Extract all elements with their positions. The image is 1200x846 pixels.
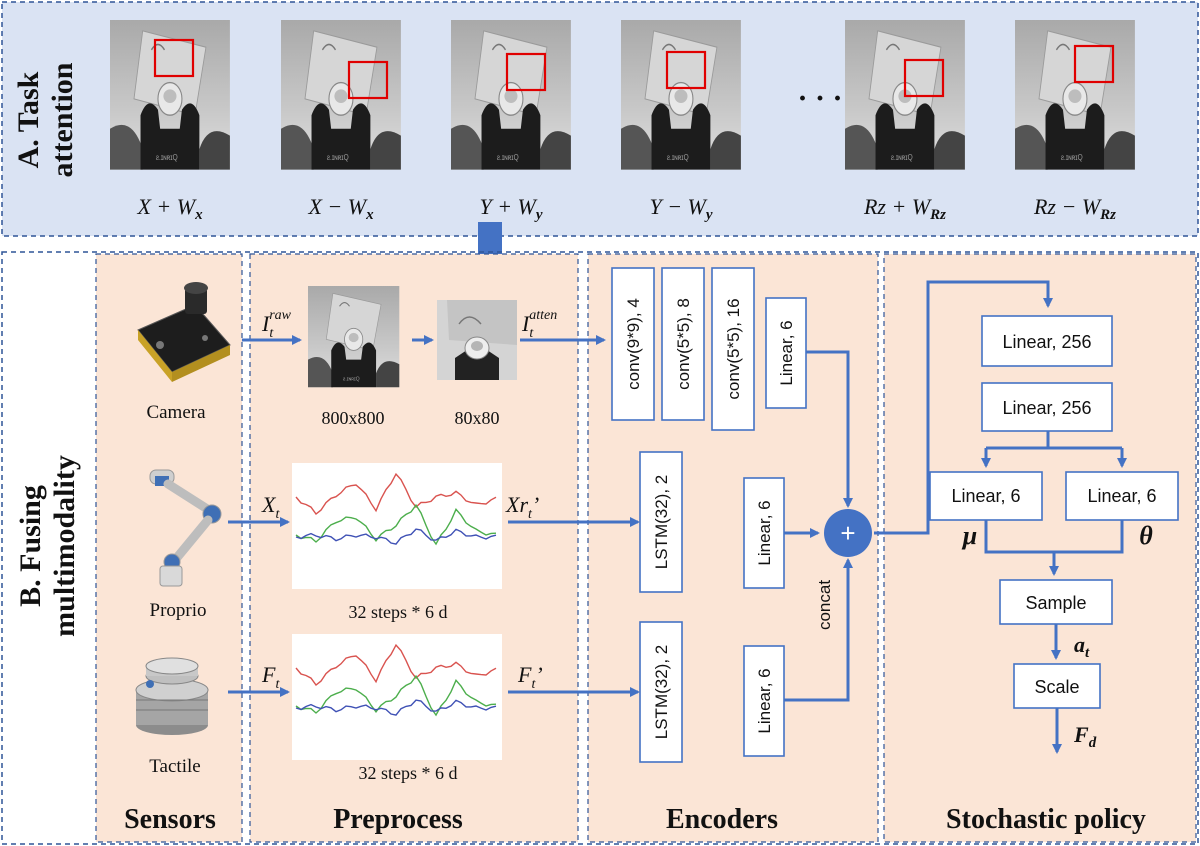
tactile-label: Tactile	[149, 756, 200, 777]
linear2-label: Linear, 256	[1002, 398, 1091, 418]
raw-image-symbol: Itraw	[261, 308, 292, 341]
size-raw-label: 800x800	[322, 408, 385, 428]
policy-footer: Stochastic policy	[946, 804, 1146, 835]
concat-arrows	[784, 280, 1053, 702]
sensors-footer: Sensors	[124, 804, 216, 835]
attention-box-2	[347, 60, 389, 100]
fd-symbol: Fd	[1073, 722, 1097, 751]
signal-trace-red	[295, 643, 497, 686]
camera-label: Camera	[146, 402, 206, 423]
size-atten-label: 80x80	[455, 408, 500, 428]
scale-box	[1013, 663, 1101, 709]
sample-label: Sample	[1025, 593, 1086, 613]
linear-tac-box	[743, 645, 785, 757]
linear-theta-box	[1065, 471, 1179, 521]
data-flow-arrows	[228, 335, 640, 697]
section-b-title-line1: B. Fusing	[14, 485, 47, 607]
linear-prop-label: Linear, 6	[755, 500, 774, 565]
frame-formula-1: X + Wx	[136, 194, 203, 223]
fusing-multimodality-panel	[1, 251, 1199, 845]
attention-frame-3	[450, 19, 572, 171]
mu-symbol: μ	[961, 521, 977, 550]
encoder-blocks	[611, 267, 807, 763]
xrt-symbol: Xrt’	[505, 492, 539, 522]
encoders-footer: Encoders	[666, 804, 778, 835]
policy-arrows	[981, 431, 1127, 754]
attention-frames: X + Wx X − Wx Y + Wy Y − Wy Rz + WRz Rz − WRz	[109, 19, 1136, 223]
robot-arm-icon	[149, 469, 222, 587]
section-b-title: B. Fusing multimodality	[14, 455, 81, 637]
scale-label: Scale	[1034, 677, 1079, 697]
concat-label: concat	[815, 580, 834, 630]
linear-theta-label: Linear, 6	[1087, 486, 1156, 506]
frame-formula-6: Rz − WRz	[1033, 194, 1116, 223]
linear-prop-box	[743, 477, 785, 589]
signal-trace-green	[295, 674, 497, 717]
concat-plus: +	[840, 518, 855, 548]
ftp-symbol: Ft’	[517, 662, 543, 692]
attention-box-4	[665, 50, 707, 90]
raw-camera-image	[307, 285, 400, 388]
linear-tac-label: Linear, 6	[755, 668, 774, 733]
action-symbol: at	[1074, 632, 1090, 661]
tactile-signal-traces	[295, 643, 497, 717]
attention-box-3	[505, 52, 547, 92]
conv2-label: conv(5*5), 8	[674, 298, 693, 390]
attention-box-5	[903, 58, 945, 98]
conv3-label: conv(5*5), 16	[724, 298, 743, 399]
frame-formula-5: Rz + WRz	[863, 194, 946, 223]
signal-trace-blue	[295, 699, 497, 716]
linear1-label: Linear, 256	[1002, 332, 1091, 352]
steps-label-1: 32 steps * 6 d	[349, 602, 448, 622]
tactile-signal-plot	[292, 634, 502, 760]
theta-symbol: θ	[1139, 521, 1153, 550]
attention-frame-4	[620, 19, 742, 171]
frame-formula-2: X − Wx	[307, 194, 374, 223]
xt-symbol: Xt	[261, 492, 280, 522]
lstm2-label: LSTM(32), 2	[652, 645, 671, 739]
steps-label-2: 32 steps * 6 d	[359, 763, 458, 783]
linear1-box	[981, 315, 1113, 367]
attention-frame-6	[1014, 19, 1136, 171]
atten-image-symbol: Itatten	[521, 308, 557, 341]
conv2-box	[661, 267, 705, 421]
force-sensor-icon	[135, 657, 209, 735]
attention-crop-image	[436, 299, 518, 381]
section-a-title-line1: A. Task	[12, 71, 45, 168]
section-b-title-line2: multimodality	[48, 455, 81, 637]
frames-ellipsis: · · ·	[797, 82, 842, 115]
conv1-box	[611, 267, 655, 421]
section-a-title-line2: attention	[46, 62, 79, 177]
camera-icon	[137, 282, 231, 382]
lstm1-label: LSTM(32), 2	[652, 475, 671, 569]
proprio-label: Proprio	[150, 600, 207, 621]
linear-cam-label: Linear, 6	[777, 320, 796, 385]
lstm1-box	[639, 451, 683, 593]
conv1-label: conv(9*9), 4	[624, 298, 643, 390]
linear2-box	[981, 382, 1113, 432]
attention-frame-2	[280, 19, 402, 171]
conv3-box	[711, 267, 755, 431]
frame-formula-4: Y − Wy	[649, 194, 712, 223]
signal-trace-blue	[295, 528, 497, 545]
ft-symbol: Ft	[261, 662, 280, 692]
signal-trace-green	[295, 503, 497, 546]
attention-frame-1	[109, 19, 231, 171]
attention-box-1	[153, 38, 195, 78]
frame-formula-3: Y + Wy	[479, 194, 542, 223]
proprio-signal-plot	[292, 463, 502, 589]
signal-trace-red	[295, 472, 497, 515]
lstm2-box	[639, 621, 683, 763]
concat-node	[824, 509, 872, 557]
linear-cam-box	[765, 297, 807, 409]
proprio-signal-traces	[295, 472, 497, 546]
section-a-title: A. Task attention	[12, 62, 79, 177]
linear-mu-label: Linear, 6	[951, 486, 1020, 506]
attention-box-6	[1073, 44, 1115, 84]
preprocess-footer: Preprocess	[333, 804, 463, 835]
